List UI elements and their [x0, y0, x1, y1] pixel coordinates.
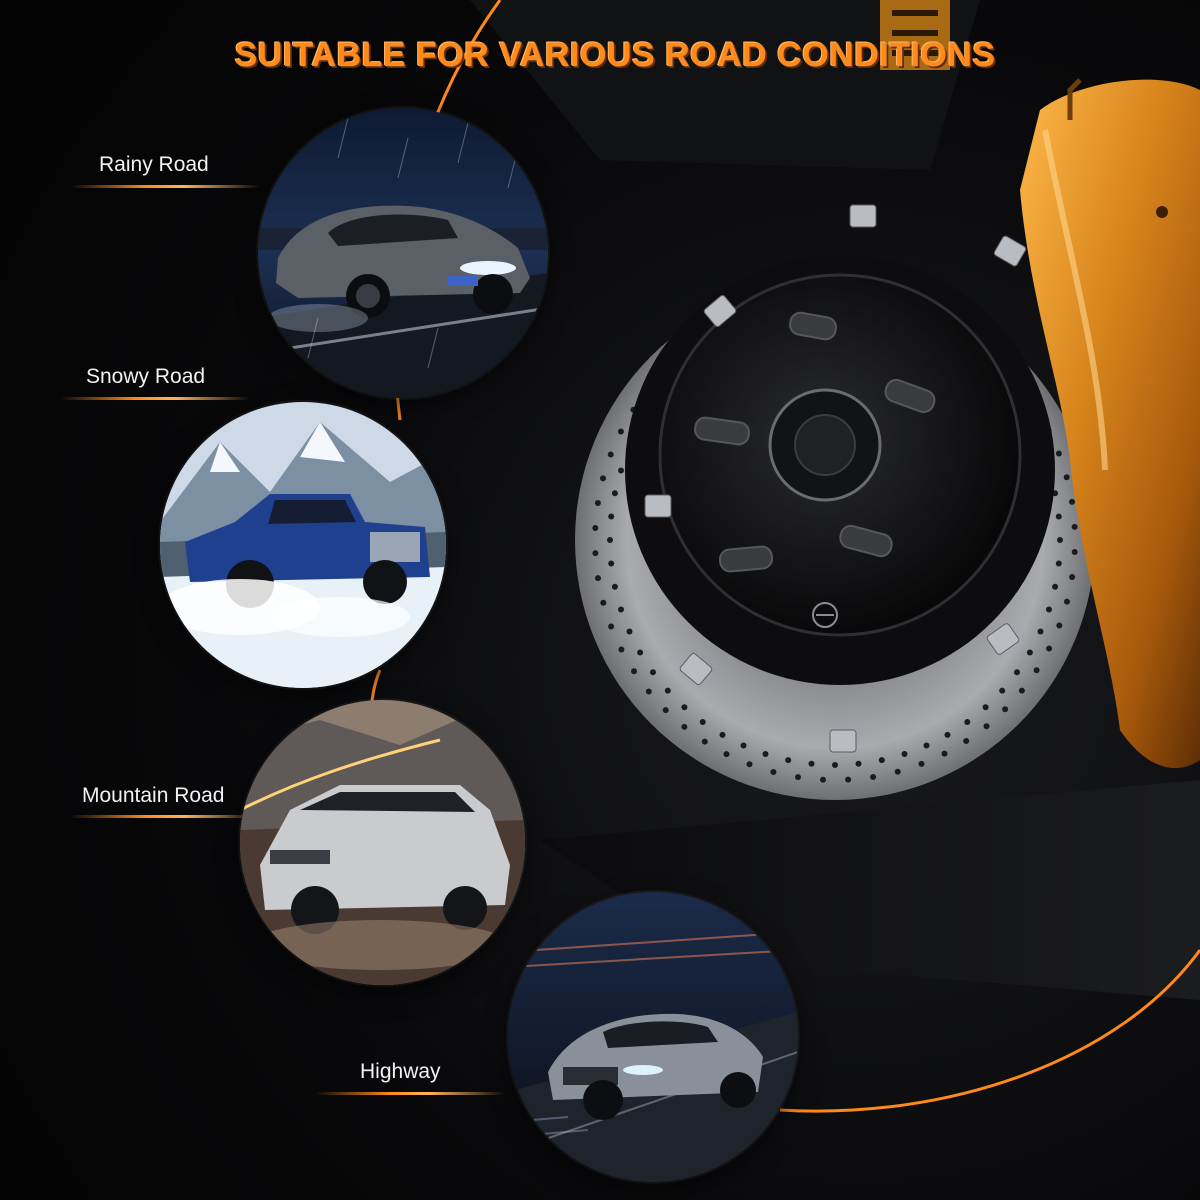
drill-hole: [832, 762, 838, 768]
drill-hole: [608, 623, 615, 630]
page-title: SUITABLE FOR VARIOUS ROAD CONDITIONS: [234, 36, 996, 74]
suspension-shadow: [470, 0, 980, 170]
drill-hole: [1037, 628, 1044, 635]
drill-hole: [594, 500, 601, 506]
drill-hole: [595, 575, 601, 582]
drill-hole: [617, 428, 624, 435]
drill-hole: [681, 704, 688, 711]
drill-hole: [901, 751, 908, 757]
drill-hole: [740, 742, 747, 749]
drill-hole: [1055, 450, 1062, 457]
drill-hole: [664, 687, 671, 694]
drill-hole: [1002, 706, 1009, 713]
drill-hole: [1055, 513, 1062, 520]
rotor-clips: [644, 204, 1027, 753]
drill-hole: [795, 774, 801, 781]
condition-underline: [60, 397, 250, 400]
condition-underline: [70, 185, 260, 188]
condition-label-rainy: Rainy Road: [99, 153, 209, 176]
drill-hole: [1063, 474, 1070, 481]
drill-hole: [855, 760, 862, 767]
drill-hole: [719, 731, 726, 738]
drill-hole: [1052, 583, 1059, 590]
drill-hole: [918, 760, 925, 767]
drill-hole: [923, 742, 930, 749]
drill-hole: [944, 731, 951, 738]
drill-hole: [637, 649, 644, 656]
condition-underline: [315, 1092, 505, 1095]
condition-label-highway: Highway: [360, 1060, 441, 1083]
drill-hole: [611, 490, 618, 497]
drill-hole: [1033, 667, 1040, 674]
drill-hole: [1071, 523, 1078, 530]
drill-hole: [600, 599, 607, 606]
brake-caliper: [1020, 79, 1200, 769]
drill-hole: [1026, 649, 1033, 656]
drill-hole: [1064, 598, 1070, 605]
drill-hole: [626, 628, 633, 635]
drill-hole: [607, 451, 614, 458]
drill-hole: [982, 704, 989, 711]
mountain-road-photo: [240, 700, 525, 985]
drill-hole: [1046, 606, 1052, 613]
drill-hole: [785, 757, 792, 764]
drill-hole: [607, 537, 613, 543]
drill-hole: [611, 583, 618, 590]
drill-hole: [894, 768, 901, 775]
drill-hole: [770, 769, 777, 775]
condition-label-mountain: Mountain Road: [82, 784, 225, 807]
lug-studs: [694, 311, 936, 573]
drill-hole: [608, 560, 615, 567]
drill-hole: [941, 750, 948, 757]
drill-hole: [699, 719, 706, 725]
drill-hole: [608, 513, 615, 520]
drill-hole: [1056, 622, 1063, 629]
drill-hole: [645, 688, 652, 695]
drill-hole: [618, 606, 624, 613]
rainy-road-photo: [258, 108, 548, 398]
drill-hole: [1055, 560, 1062, 567]
condition-label-snowy: Snowy Road: [86, 365, 206, 388]
drill-hole: [618, 646, 625, 653]
drill-hole: [592, 525, 599, 531]
drill-hole: [870, 774, 877, 780]
drill-hole: [762, 751, 769, 757]
drill-hole: [592, 550, 599, 557]
drill-hole: [983, 723, 990, 730]
drill-hole: [631, 668, 637, 675]
drill-hole: [878, 757, 885, 764]
drill-hole: [618, 467, 624, 474]
drill-hole: [1018, 687, 1025, 694]
drill-hole: [701, 738, 708, 745]
drill-hole: [1071, 549, 1078, 555]
drill-hole: [1014, 669, 1020, 676]
drill-hole: [600, 475, 606, 482]
drill-hole: [1057, 537, 1063, 543]
drill-hole: [1069, 574, 1076, 580]
drill-hole: [650, 669, 656, 676]
drill-hole: [808, 760, 815, 767]
drill-hole: [820, 776, 826, 783]
condition-underline: [70, 815, 260, 818]
drill-hole: [964, 719, 971, 725]
snowy-road-photo: [160, 402, 446, 688]
drill-hole: [681, 723, 688, 730]
drill-hole: [963, 738, 970, 744]
drill-hole: [1046, 645, 1053, 652]
drill-hole: [723, 751, 730, 758]
drill-hole: [746, 761, 753, 768]
drill-hole: [999, 687, 1006, 694]
drill-hole: [845, 776, 852, 783]
drill-hole: [1069, 498, 1075, 505]
highway-photo: [508, 892, 798, 1182]
drill-hole: [662, 707, 669, 714]
